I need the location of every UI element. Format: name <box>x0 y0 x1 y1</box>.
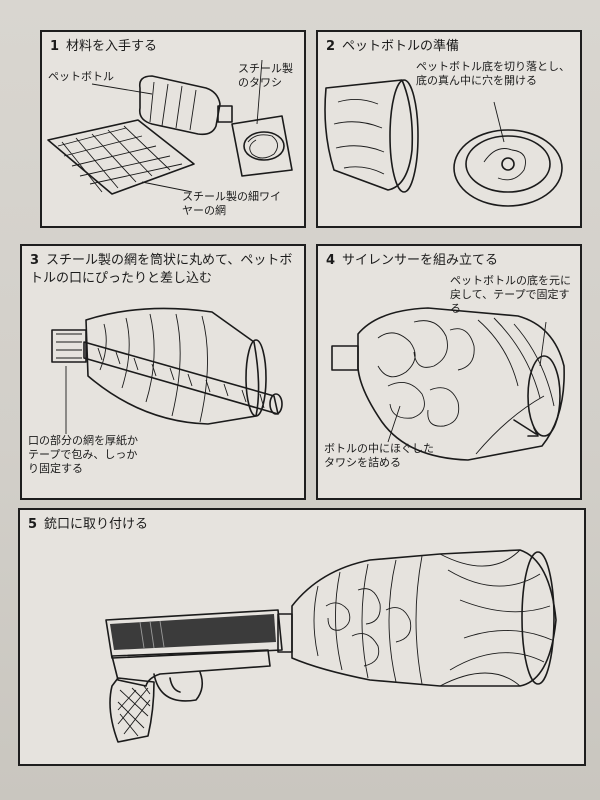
insert-mesh-illustration <box>51 307 283 434</box>
wrap-neck-label: 口の部分の網を厚紙かテープで包み、しっかり固定する <box>28 434 138 475</box>
steel-mesh-label: スチール製の細ワイヤーの網 <box>182 190 281 217</box>
cut-bottom-label: ペットボトル底を切り落とし、底の真ん中に穴を開ける <box>416 60 570 87</box>
materials-illustration <box>47 59 293 195</box>
restore-bottom-label: ペットボトルの底を元に戻して、テープで固定する <box>450 274 571 315</box>
gun-with-silencer-illustration <box>105 549 557 743</box>
bottle-prep-illustration <box>324 79 563 207</box>
assembly-illustration <box>331 307 565 461</box>
pet-bottle-label: ペットボトル <box>48 70 114 83</box>
